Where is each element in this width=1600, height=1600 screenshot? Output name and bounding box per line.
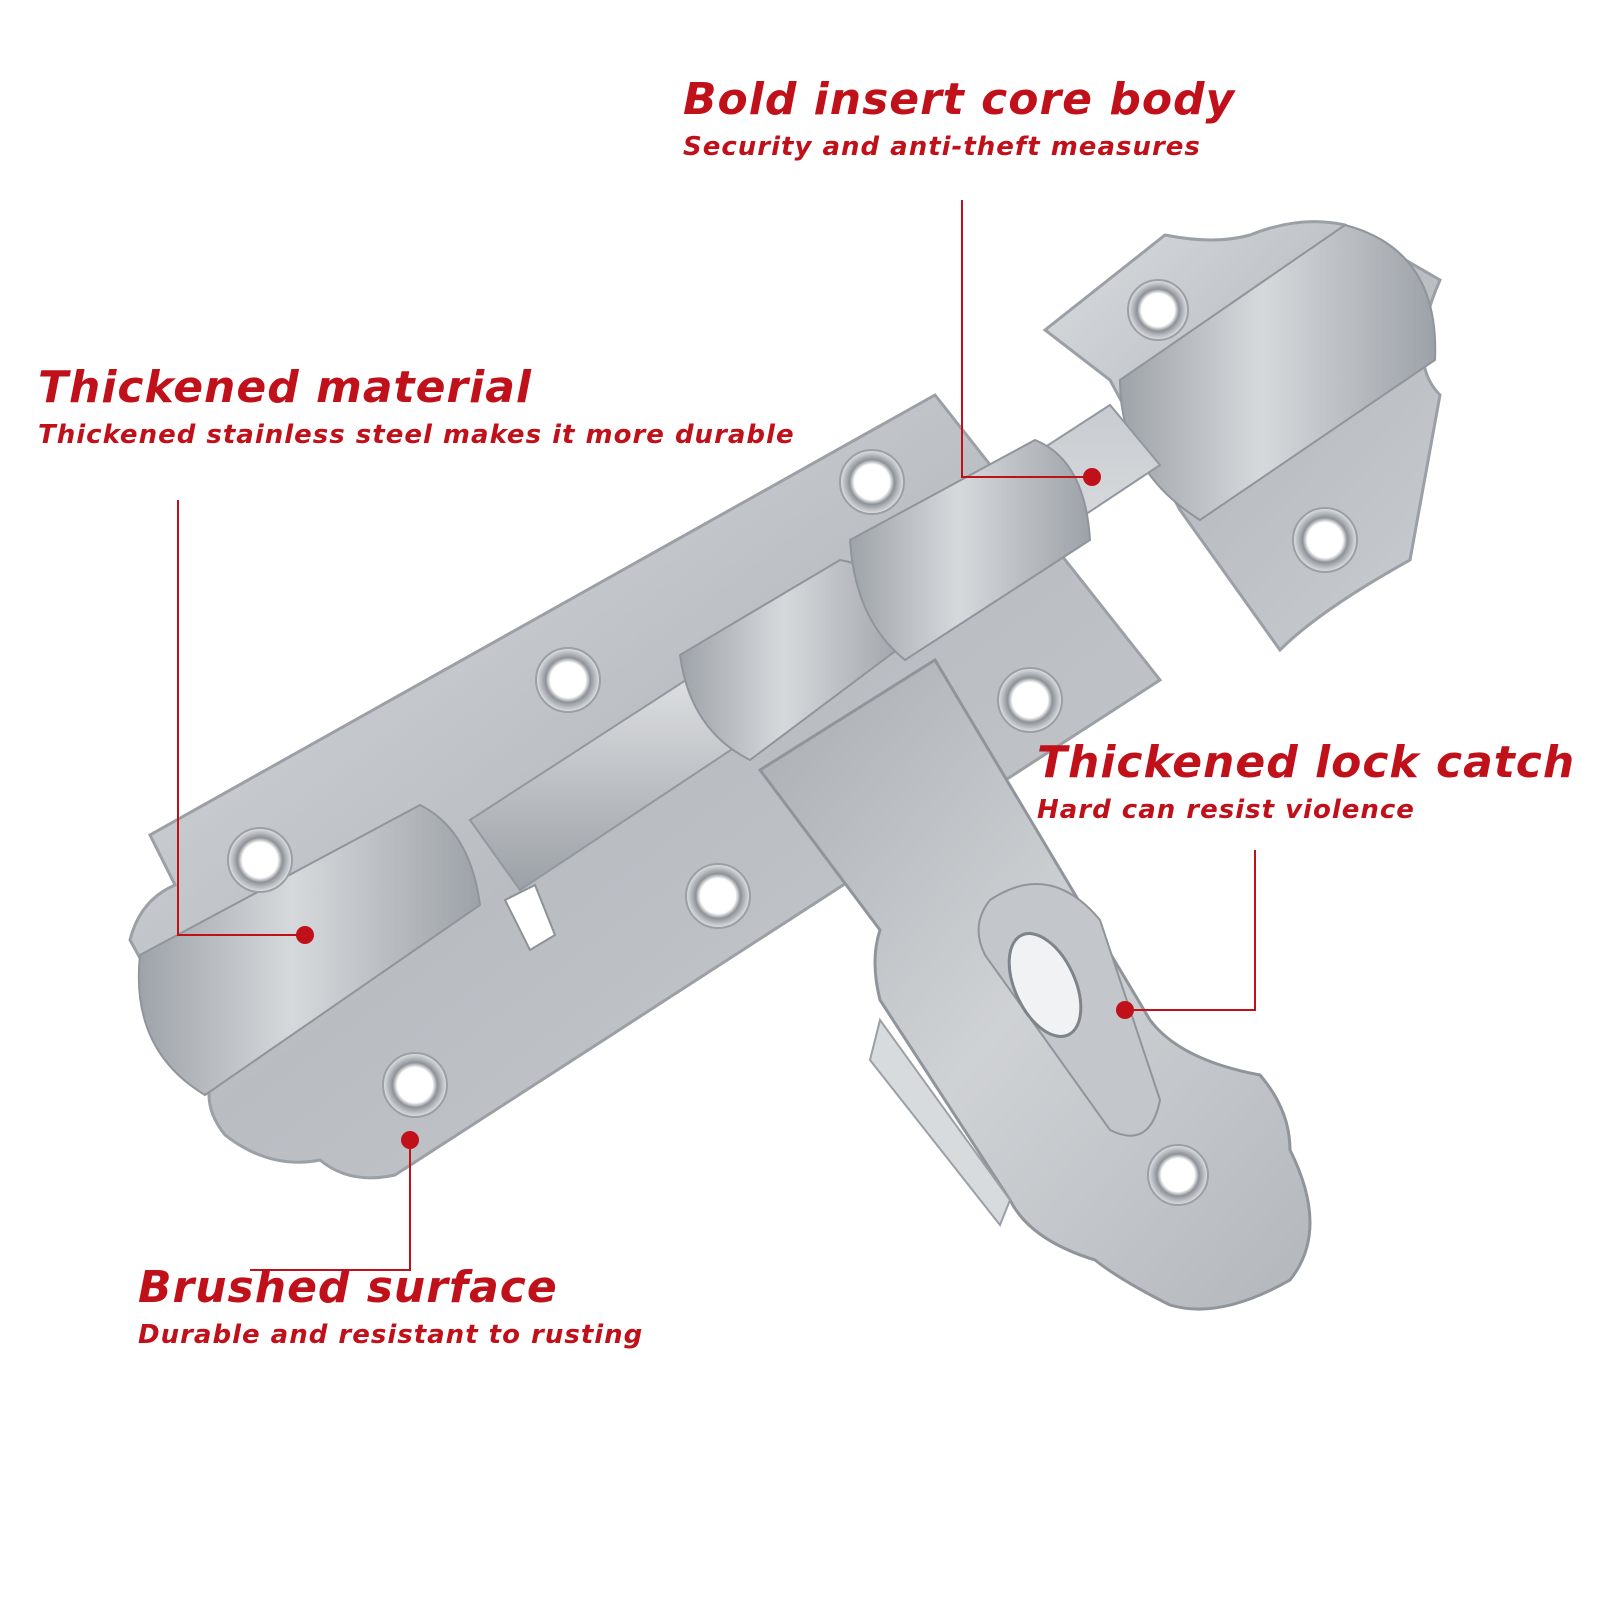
screw-hole [382, 1052, 448, 1118]
callout-subtitle: Durable and resistant to rusting [138, 1320, 644, 1350]
callout-core-body: Bold insert core body Security and anti-… [683, 74, 1235, 164]
callout-subtitle: Security and anti-theft measures [683, 132, 1201, 162]
marker-brush [401, 1131, 419, 1149]
screw-hole [227, 827, 293, 893]
screw-hole [535, 647, 601, 713]
screw-hole [685, 863, 751, 929]
bolt-slot [503, 883, 557, 952]
callout-brushed-surface: Brushed surface Durable and resistant to… [138, 1262, 643, 1352]
screw-holes [227, 279, 1358, 1206]
screw-hole [839, 449, 905, 515]
callout-thickened-material: Thickened material Thickened stainless s… [38, 362, 795, 452]
marker-core [1083, 468, 1101, 486]
marker-thick [296, 926, 314, 944]
screw-hole [1147, 1144, 1209, 1206]
screw-hole [997, 667, 1063, 733]
padlock-eye-hole [1007, 932, 1083, 1038]
callout-leaders [177, 200, 1256, 1271]
hasp-edge [868, 1017, 1012, 1227]
callout-subtitle: Hard can resist violence [1037, 795, 1415, 825]
callout-title: Thickened material [38, 362, 532, 413]
leader-thick [177, 500, 305, 936]
leader-core [961, 200, 1092, 478]
screw-hole [1127, 279, 1189, 341]
callout-title: Brushed surface [138, 1262, 558, 1313]
screw-hole [1292, 507, 1358, 573]
leader-lock [1125, 850, 1256, 1011]
callout-title: Bold insert core body [683, 74, 1236, 125]
callout-lock-catch: Thickened lock catch Hard can resist vio… [1037, 737, 1575, 827]
guide-sleeve-left [137, 803, 482, 1097]
leader-brush [250, 1140, 411, 1271]
guide-sleeve-right [848, 438, 1092, 662]
callout-markers [296, 468, 1134, 1149]
callout-title: Thickened lock catch [1037, 737, 1576, 788]
marker-lock [1116, 1001, 1134, 1019]
callout-subtitle: Thickened stainless steel makes it more … [38, 420, 795, 450]
